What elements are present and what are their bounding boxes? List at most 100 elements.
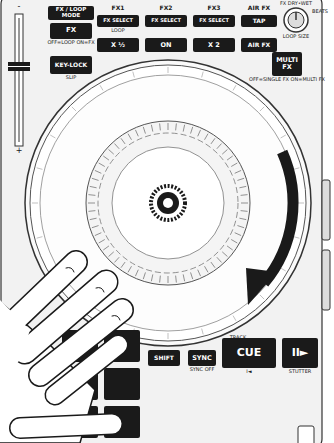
knob-label: LOOP SIZE (283, 34, 309, 40)
platter-tick (92, 178, 99, 180)
platter-tick (143, 127, 145, 134)
button-sublabel: LOOP (111, 28, 125, 34)
button-sublabel: STUTTER (289, 369, 312, 375)
platter-tick (103, 246, 109, 250)
platter-tick (281, 135, 286, 138)
platter-tick (241, 210, 248, 212)
corner-knob (298, 426, 314, 443)
platter-tick (198, 130, 201, 136)
button-label: SYNC (190, 355, 214, 362)
knob-label: BEATS (312, 9, 328, 15)
platter-tick (143, 272, 145, 279)
platter-tick (239, 218, 246, 219)
platter-tick (88, 210, 95, 212)
platter-tick (227, 246, 233, 250)
platter-tick (32, 203, 38, 204)
fx-unit-label: FX2 (160, 5, 173, 12)
air-fx-button: AIR FX (241, 38, 277, 52)
platter-tick (202, 72, 204, 78)
platter-tick (88, 194, 95, 196)
fader-mark: + (16, 147, 23, 156)
platter-tick (241, 203, 248, 204)
platter-tick (222, 149, 227, 154)
button-label: II► (290, 347, 311, 359)
button-label: MULTI FX (272, 57, 302, 71)
platter-tick (281, 268, 286, 271)
platter-tick (151, 125, 152, 132)
fx-unit-label: FX3 (208, 5, 221, 12)
platter-tick (233, 316, 236, 321)
platter-tick (90, 186, 97, 187)
platter-tick (237, 178, 244, 180)
button-label: FX SELECT (197, 18, 231, 23)
fx-on-button: ON (145, 38, 187, 52)
pitch-fader (8, 14, 30, 146)
platter-tick (114, 144, 119, 149)
platter-tick (95, 233, 101, 236)
platter-tick (260, 107, 264, 111)
platter-tick (121, 262, 125, 268)
platter-tick (260, 295, 264, 299)
platter-tick (72, 107, 76, 111)
platter-tick (37, 168, 43, 170)
platter-tick (298, 203, 304, 204)
button-label: KEY-LOCK (53, 62, 89, 68)
side-tab (322, 180, 330, 240)
platter-tick (90, 218, 97, 219)
platter-tick (168, 276, 169, 283)
platter-tick (191, 272, 193, 279)
wheel-label: TRACK (230, 335, 246, 341)
platter-tick (233, 85, 236, 90)
platter-tick (205, 134, 209, 140)
button-label: FX (64, 27, 78, 34)
platter-tick (211, 262, 215, 268)
button-label: FX SELECT (101, 18, 135, 23)
platter-tick (121, 138, 125, 144)
play-button: II►STUTTER (282, 338, 318, 368)
platter-tick (159, 123, 161, 130)
fx-button: FXOFF=LOOP ON=FX (50, 23, 92, 39)
platter-tick (135, 270, 138, 276)
rotation-arrow (246, 152, 293, 305)
platter-tick (103, 156, 109, 160)
sync-button: SYNCSYNC OFF (188, 350, 216, 366)
platter-tick (168, 67, 169, 73)
button-label: TAP (251, 18, 268, 24)
fx-unit-label: AIR FX (248, 5, 270, 12)
shift-button: SHIFT (148, 350, 180, 366)
mode-label-box: FX / LOOP MODE (48, 6, 94, 20)
loop-button: X 2 (193, 38, 235, 52)
button-label: X ½ (109, 42, 127, 49)
platter-tick (159, 276, 161, 283)
platter-tick (175, 123, 177, 130)
loop-button: X ½ (97, 38, 139, 52)
knob-label: FX DRY•WET (280, 1, 312, 7)
deck-panel (1, 0, 322, 443)
tap-button: TAP (241, 15, 277, 27)
button-label: FX / LOOP MODE (48, 7, 94, 19)
platter-tick (168, 333, 169, 339)
platter-tick (211, 138, 215, 144)
platter-tick (294, 168, 300, 170)
side-tab (322, 250, 330, 310)
platter-tick (205, 266, 209, 272)
fx-select-button: FX SELECT (145, 15, 187, 27)
platter-tick (128, 134, 132, 140)
platter-tick (235, 233, 241, 236)
platter-tick (237, 226, 244, 228)
fader-mark: - (18, 3, 21, 12)
platter-tick (99, 163, 105, 167)
button-sublabel: OFF=LOOP ON=FX (47, 40, 94, 46)
button-label: FX SELECT (149, 18, 183, 23)
platter-tick (183, 125, 184, 132)
fx-knob (284, 8, 308, 32)
platter-tick (217, 257, 222, 262)
platter-tick (227, 156, 233, 160)
platter-tick (92, 226, 99, 228)
fx-select-button: FX SELECTLOOP (97, 15, 139, 27)
platter-tick (191, 127, 193, 134)
button-label: X 2 (206, 42, 222, 49)
key-lock-button: KEY-LOCKSLIP (50, 56, 92, 74)
platter-tick (100, 85, 103, 90)
platter-tick (217, 144, 222, 149)
